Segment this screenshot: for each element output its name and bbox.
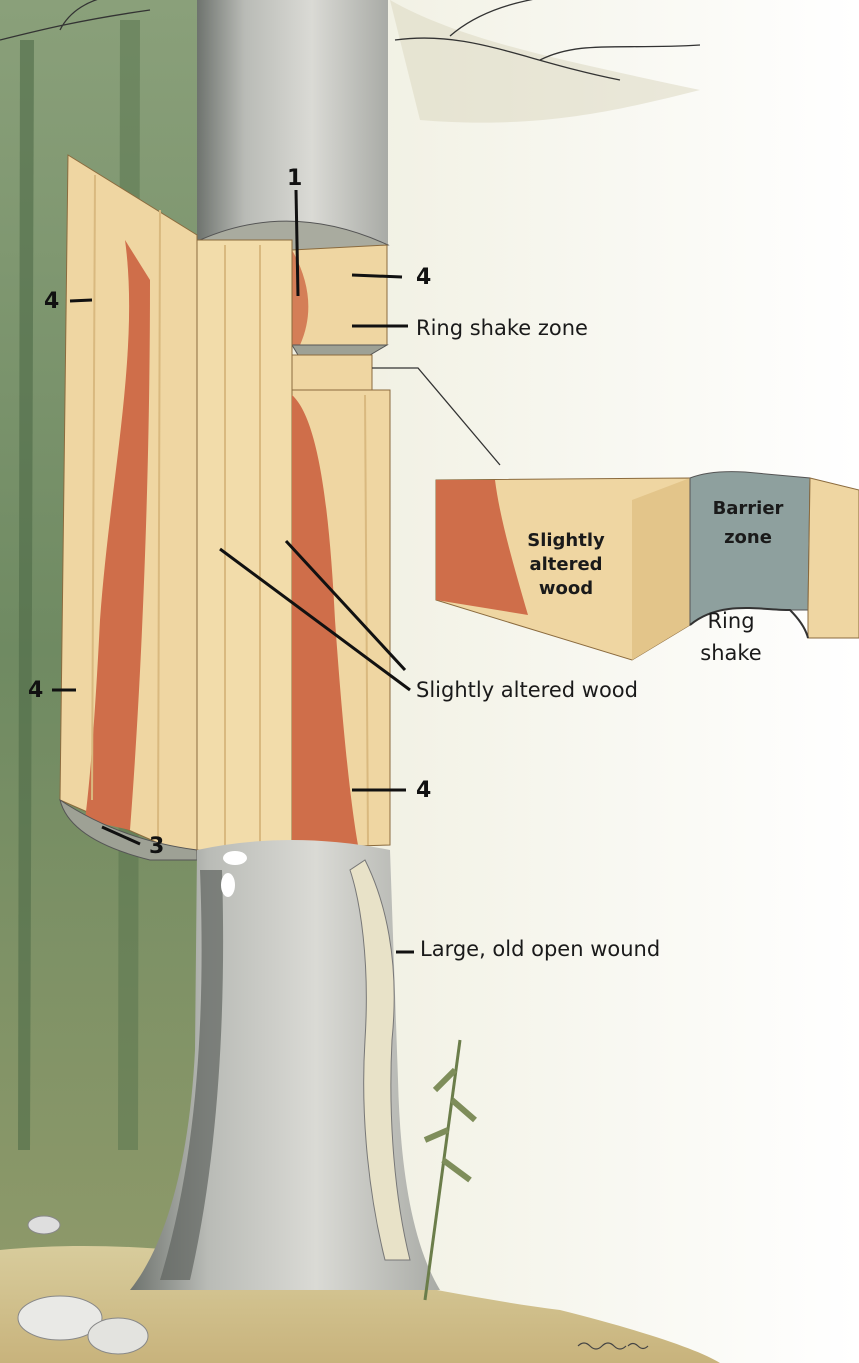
inset-altered-wood-line-2: altered bbox=[529, 554, 602, 575]
inset-ring-shake-line-2: shake bbox=[700, 641, 761, 665]
inset-outer-wood bbox=[808, 478, 859, 638]
bark-highlight bbox=[221, 873, 235, 897]
rock bbox=[28, 1216, 60, 1234]
upper-trunk bbox=[197, 0, 388, 245]
callout-3: 3 bbox=[149, 834, 164, 859]
callout-4-right-lower: 4 bbox=[416, 778, 431, 803]
leader-1 bbox=[296, 190, 298, 296]
slightly-altered-wood-label: Slightly altered wood bbox=[416, 678, 638, 702]
inset-altered-wood-line-3: wood bbox=[539, 578, 593, 599]
rock bbox=[88, 1318, 148, 1354]
callout-1: 1 bbox=[287, 166, 302, 191]
leader-4-left-upper bbox=[70, 300, 92, 301]
callout-4-left-lower: 4 bbox=[28, 678, 43, 703]
ring-shake-cut bbox=[292, 345, 387, 355]
bark-highlight bbox=[223, 851, 247, 865]
callout-4-left-upper: 4 bbox=[44, 289, 59, 314]
central-wood-segment bbox=[197, 240, 292, 850]
inset-ring-shake-line-1: Ring bbox=[707, 609, 754, 633]
inset-barrier-zone-line-2: zone bbox=[724, 527, 772, 548]
inset-barrier-zone bbox=[690, 472, 810, 625]
inset-altered-wood-line-1: Slightly bbox=[527, 530, 605, 551]
ring-shake-zone-block bbox=[292, 355, 372, 390]
large-old-open-wound-label: Large, old open wound bbox=[420, 937, 660, 961]
callout-4-top-right: 4 bbox=[416, 265, 431, 290]
ring-shake-zone-label: Ring shake zone bbox=[416, 316, 588, 340]
leader-4-top bbox=[352, 275, 402, 277]
inset-barrier-zone-line-1: Barrier bbox=[713, 498, 784, 519]
